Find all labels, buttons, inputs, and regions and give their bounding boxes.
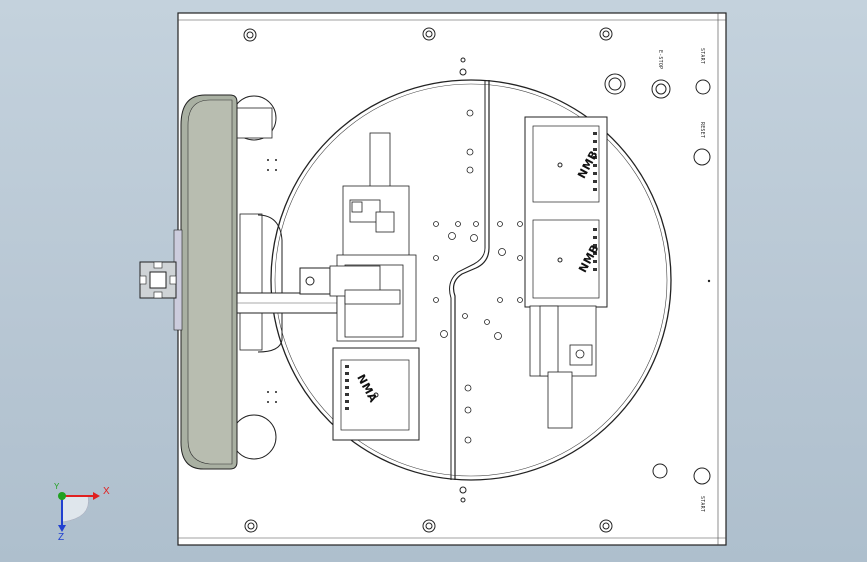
control-buttons xyxy=(604,73,711,485)
x-axis-arrow-icon xyxy=(93,492,100,500)
panel-markers xyxy=(267,159,711,403)
reset-label: RESET xyxy=(699,122,705,139)
x-axis-label: X xyxy=(103,486,110,497)
start-label-bottom: START xyxy=(699,496,705,513)
left-fixture-upper xyxy=(329,132,417,342)
module-nmb-top xyxy=(524,116,608,308)
z-axis-arrow-icon xyxy=(58,525,66,532)
y-axis-dot-icon xyxy=(58,492,66,500)
triad-graphic xyxy=(58,492,100,532)
e-stop-label: E-STOP xyxy=(657,50,663,70)
start-label: START xyxy=(699,48,705,65)
y-axis-label: Y xyxy=(54,482,60,491)
axis-triad: X Y Z xyxy=(48,480,118,550)
side-rail xyxy=(173,94,238,470)
feeder-disc xyxy=(231,95,283,460)
module-nma xyxy=(332,347,420,441)
transfer-arm xyxy=(236,267,338,314)
extrusion-profile xyxy=(139,261,177,299)
right-fixture-lower xyxy=(529,305,597,429)
z-axis-label: Z xyxy=(58,532,65,543)
